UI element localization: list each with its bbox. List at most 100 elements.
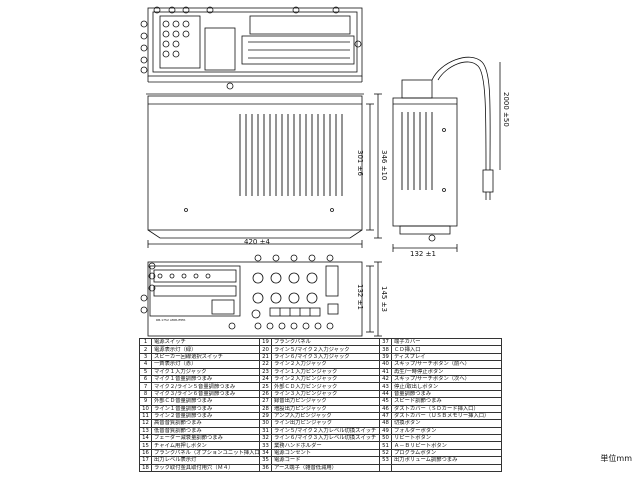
legend-number: 21 bbox=[259, 352, 272, 362]
legend-number: 26 bbox=[259, 389, 272, 399]
legend-description: ラック取付金具取付用穴（Ｍ４） bbox=[151, 463, 260, 473]
side-view bbox=[392, 56, 501, 252]
legend-description: 電源コード bbox=[271, 456, 380, 465]
legend-number: 8 bbox=[139, 389, 152, 399]
legend-number: 36 bbox=[259, 463, 272, 473]
depth-total-dimension: 346 ±10 bbox=[380, 150, 388, 181]
legend-description: ブランクパネル（オプションユニット挿入口） bbox=[151, 448, 260, 458]
legend-description: 切換ボタン bbox=[391, 419, 502, 428]
legend-description: ライン５/マイク２入力レベル切換スイッチ bbox=[271, 426, 380, 436]
legend-description: ライン６/マイク３入力ジャック bbox=[271, 352, 380, 362]
legend-number: 47 bbox=[379, 411, 392, 421]
legend-number: 13 bbox=[139, 426, 152, 436]
legend-number: 52 bbox=[379, 448, 392, 458]
legend-description: ライン１入力ピンジャック bbox=[271, 367, 380, 376]
legend-number: 39 bbox=[379, 352, 392, 362]
legend-number: 32 bbox=[259, 434, 272, 443]
legend-number bbox=[379, 463, 392, 473]
legend-number: 37 bbox=[379, 337, 392, 347]
legend-description: アンプ入力ピンジャック bbox=[271, 411, 380, 421]
legend-number: 2 bbox=[139, 345, 152, 354]
legend-description: プログラムボタン bbox=[391, 448, 502, 458]
top-view bbox=[146, 93, 382, 248]
legend-number: 18 bbox=[139, 463, 152, 473]
legend-description: 外部ＣＤ音量調節つまみ bbox=[151, 397, 260, 406]
legend-number: 46 bbox=[379, 404, 392, 413]
legend-number: 23 bbox=[259, 367, 272, 376]
legend-description: 録音出力ピンジャック bbox=[271, 397, 380, 406]
legend-number: 49 bbox=[379, 426, 392, 436]
side-width-dimension: 132 ±1 bbox=[410, 250, 436, 258]
legend-number: 27 bbox=[259, 397, 272, 406]
legend-number: 51 bbox=[379, 441, 392, 450]
legend-number: 28 bbox=[259, 404, 272, 413]
legend-description: マイク１音量調節つまみ bbox=[151, 374, 260, 384]
legend-description: ライン２入力ジャック bbox=[271, 360, 380, 369]
legend-number: 17 bbox=[139, 456, 152, 465]
legend-number: 3 bbox=[139, 352, 152, 362]
width-dimension: 420 ±4 bbox=[244, 238, 270, 246]
legend-number: 1 bbox=[139, 337, 152, 347]
legend-number: 7 bbox=[139, 382, 152, 391]
legend-number: 35 bbox=[259, 456, 272, 465]
legend-number: 16 bbox=[139, 448, 152, 458]
legend-description: 再生/一時停止ボタン bbox=[391, 367, 502, 376]
legend-description: 外部ＣＤ入力ピンジャック bbox=[271, 382, 380, 391]
front-panel-label: RB-1752 AMPLIFIER bbox=[156, 318, 186, 322]
legend-number: 12 bbox=[139, 419, 152, 428]
legend-description: 端子カバー bbox=[391, 337, 502, 347]
legend-description: アース端子（雑音低減用） bbox=[271, 463, 380, 473]
legend-number: 38 bbox=[379, 345, 392, 354]
cord-length-dimension: 2000 ±50 bbox=[502, 92, 510, 127]
legend-description: 電源コンセント bbox=[271, 448, 380, 458]
legend-description: 業務ハンドホルダー bbox=[271, 441, 380, 450]
legend-description: 電源スイッチ bbox=[151, 337, 260, 347]
legend-number: 31 bbox=[259, 426, 272, 436]
legend-number: 53 bbox=[379, 456, 392, 465]
legend-description: ライン１音量調節つまみ bbox=[151, 404, 260, 413]
legend-description: Ａ－Ｂリピートボタン bbox=[391, 441, 502, 450]
legend-number: 45 bbox=[379, 397, 392, 406]
legend-number: 33 bbox=[259, 441, 272, 450]
legend-description: 停止/取出しボタン bbox=[391, 382, 502, 391]
legend-description: ライン６/マイク３入力レベル切換スイッチ bbox=[271, 434, 380, 443]
legend-description: 音量調節つまみ bbox=[391, 389, 502, 399]
legend-description: ＣＤ挿入口 bbox=[391, 345, 502, 354]
legend-number: 29 bbox=[259, 411, 272, 421]
legend-number: 6 bbox=[139, 374, 152, 384]
rear-view bbox=[140, 6, 363, 90]
legend-number: 44 bbox=[379, 389, 392, 399]
legend-number: 42 bbox=[379, 374, 392, 384]
legend-description: 電源表示灯（緑） bbox=[151, 345, 260, 354]
legend-description: スキップ/サーチボタン（前へ） bbox=[391, 360, 502, 369]
legend-description: スピーカー回線選択スイッチ bbox=[151, 352, 260, 362]
legend-number: 20 bbox=[259, 345, 272, 354]
legend-description: フェーダー減衰量調節つまみ bbox=[151, 434, 260, 443]
legend-description: ブランクパネル bbox=[271, 337, 380, 347]
legend-number: 30 bbox=[259, 419, 272, 428]
legend-number: 9 bbox=[139, 397, 152, 406]
legend-number: 11 bbox=[139, 411, 152, 421]
legend-number: 34 bbox=[259, 448, 272, 458]
legend-description: マイク３/ライン６音量調節つまみ bbox=[151, 389, 260, 399]
legend-description: リピートボタン bbox=[391, 434, 502, 443]
legend-description bbox=[391, 463, 502, 473]
legend-number: 43 bbox=[379, 382, 392, 391]
legend-description: 出力レベル表示灯 bbox=[151, 456, 260, 465]
unit-label: 単位mm bbox=[600, 454, 632, 463]
